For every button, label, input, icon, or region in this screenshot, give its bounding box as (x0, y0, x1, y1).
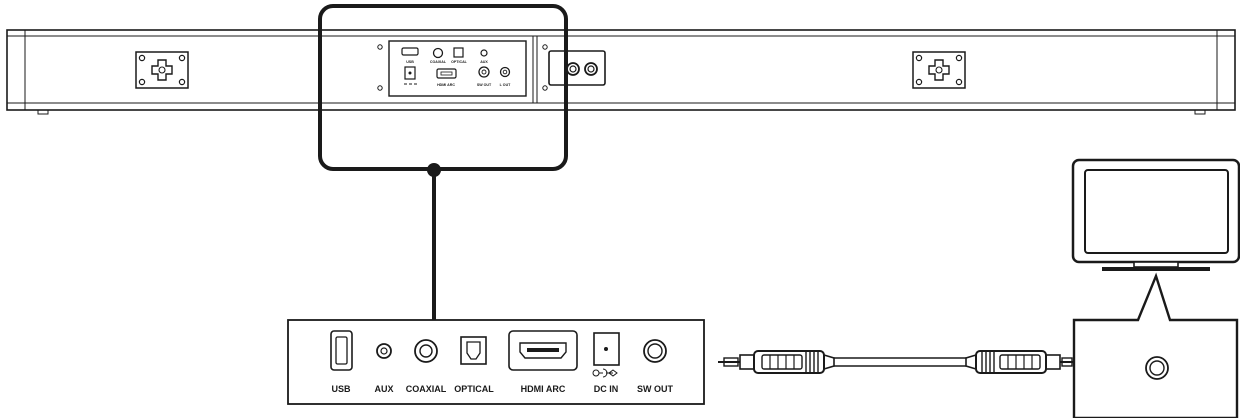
port-panel: USB AUX COAXIAL OPTICAL HDMI ARC (287, 319, 705, 405)
hdmi-arc-label: HDMI ARC (521, 384, 566, 394)
mini-optical-port (453, 47, 464, 58)
sw-out-port (643, 339, 667, 363)
soundbar-port-panel: USB COAXIAL OPTICAL AUX HDMI ARC SW OUT … (377, 36, 548, 103)
zoom-frame (318, 4, 568, 171)
port-panel-frame (287, 319, 705, 405)
mini-l-out-port (499, 66, 511, 78)
dc-in-label: DC IN (594, 384, 619, 394)
mini-hdmi-port (436, 68, 457, 79)
mini-usb-port (401, 47, 419, 56)
usb-port (330, 330, 353, 371)
rear-jack-small (548, 50, 606, 86)
mini-sw-out-port (478, 66, 490, 78)
mini-coaxial-port (432, 47, 444, 59)
wall-mount-bracket-icon-left (135, 51, 189, 89)
mini-aux-port (480, 49, 488, 57)
mini-aux-label: AUX (480, 60, 488, 64)
hdmi-arc-port (508, 330, 578, 371)
aux-port (376, 343, 392, 359)
mini-hdmi-label: HDMI ARC (437, 83, 455, 87)
mini-coaxial-label: COAXIAL (430, 60, 447, 64)
zoom-callout (318, 4, 568, 322)
optical-label: OPTICAL (454, 384, 494, 394)
coaxial-label: COAXIAL (406, 384, 447, 394)
usb-label: USB (331, 384, 351, 394)
mini-optical-label: OPTICAL (451, 60, 468, 64)
aux-label: AUX (374, 384, 393, 394)
tv-icon (1071, 158, 1240, 271)
soundbar: USB COAXIAL OPTICAL AUX HDMI ARC SW OUT … (6, 29, 1236, 115)
tv-coaxial-port (1145, 356, 1169, 380)
coaxial-cable-icon (718, 350, 1080, 374)
coaxial-port (414, 339, 438, 363)
soundbar-body (6, 29, 1236, 111)
optical-port (460, 336, 487, 365)
mini-sw-out-label: SW OUT (477, 83, 492, 87)
tv-stand (1102, 267, 1210, 271)
mini-dcin-port (404, 66, 416, 80)
dc-in-port (592, 332, 620, 378)
mini-l-out-label: L OUT (500, 83, 512, 87)
wall-mount-bracket-icon-right (912, 51, 966, 89)
sw-out-label: SW OUT (637, 384, 673, 394)
mini-usb-label: USB (406, 60, 414, 64)
zoom-anchor-dot (427, 163, 441, 177)
tv-screen (1084, 169, 1229, 254)
tv-rear-callout (1072, 272, 1239, 418)
